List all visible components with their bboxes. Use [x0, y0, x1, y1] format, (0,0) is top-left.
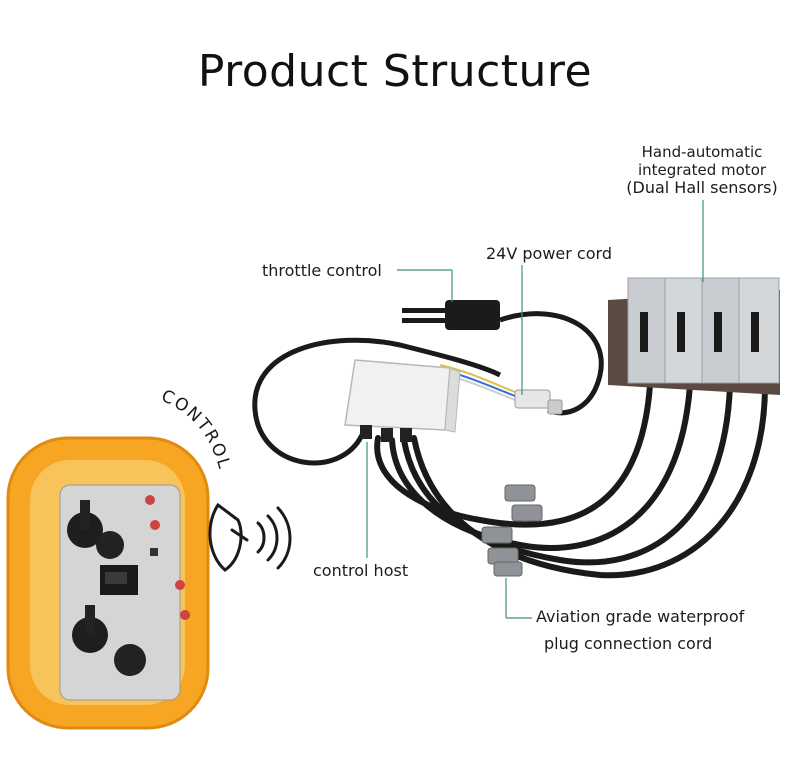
- power-cord: [499, 311, 604, 416]
- motor-label-line2: integrated motor: [637, 161, 767, 179]
- control-host-box: [344, 359, 461, 442]
- motor-cables: [374, 382, 768, 579]
- label-control-host: control host: [313, 561, 409, 580]
- throttle-unit: [402, 300, 500, 330]
- label-plug-line2: plug connection cord: [544, 634, 713, 653]
- label-motor: Hand-automatic integrated motor (Dual Ha…: [612, 143, 790, 197]
- leader-lines: [366, 200, 704, 619]
- plug-connectors: [481, 484, 543, 577]
- page-title: Product Structure: [197, 46, 593, 97]
- label-throttle-control: throttle control: [262, 261, 382, 280]
- motor-label-line1: Hand-automatic: [641, 143, 763, 161]
- wireless-signal-icon: [208, 502, 292, 572]
- motor-label-line3: (Dual Hall sensors): [626, 178, 778, 197]
- power-connector: [514, 389, 563, 415]
- motor-bank: [608, 277, 780, 395]
- host-loop-cable: [252, 337, 502, 466]
- label-plug-line1: Aviation grade waterproof: [536, 607, 745, 626]
- remote-controller: [6, 436, 210, 730]
- label-power-cord: 24V power cord: [486, 244, 612, 263]
